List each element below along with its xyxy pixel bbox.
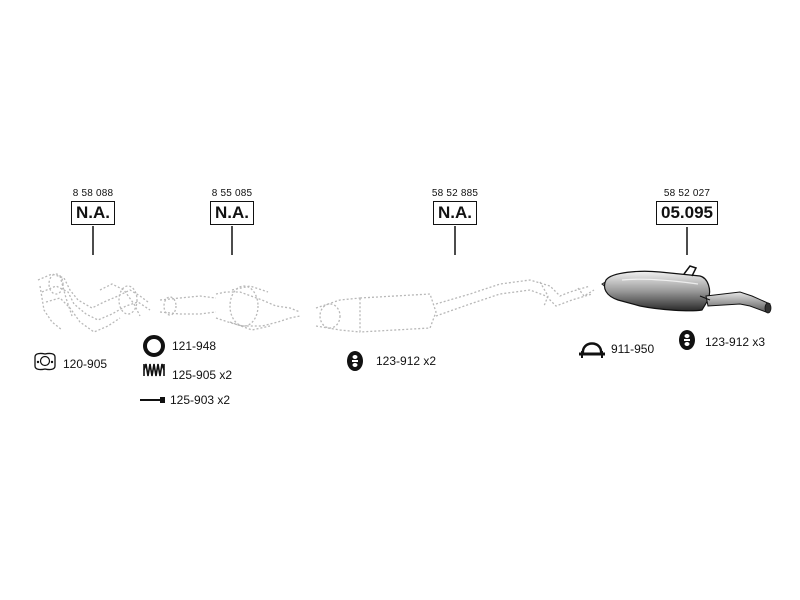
accessory-label-bolt: 125-903 x2 bbox=[170, 393, 231, 407]
leader-lines bbox=[92, 226, 688, 255]
oe-number: 8 58 088 bbox=[72, 188, 114, 199]
oe-number: 58 52 885 bbox=[431, 188, 479, 199]
part-number-box: 05.095 bbox=[656, 201, 718, 225]
pipe-clamp-icon bbox=[579, 342, 605, 358]
accessory-label-rubber-mount-rear: 123-912 x3 bbox=[705, 335, 766, 349]
rubber-mount-icon bbox=[347, 351, 363, 371]
bolt-icon bbox=[140, 397, 165, 403]
callout-front-pipe: 8 58 088 N.A. bbox=[58, 188, 128, 225]
part-number-box: N.A. bbox=[433, 201, 477, 225]
oe-number: 58 52 027 bbox=[663, 188, 711, 199]
part-number-box: N.A. bbox=[71, 201, 115, 225]
callout-catalytic-converter: 8 55 085 N.A. bbox=[197, 188, 267, 225]
rubber-mount-icon bbox=[679, 330, 695, 350]
rear-silencer-tailpipe bbox=[705, 291, 771, 313]
catalytic-converter-ghost bbox=[159, 285, 301, 331]
middle-silencer-ghost bbox=[315, 279, 595, 333]
accessory-label-pipe-clamp: 911-950 bbox=[611, 342, 655, 356]
gasket-icon bbox=[34, 352, 56, 371]
spring-icon bbox=[143, 363, 165, 377]
front-pipe-ghost bbox=[37, 273, 151, 333]
accessory-label-ring-seal: 121-948 bbox=[172, 339, 217, 353]
accessory-label-gasket: 120-905 bbox=[63, 357, 108, 371]
part-number-box: N.A. bbox=[210, 201, 254, 225]
oe-number: 8 55 085 bbox=[211, 188, 253, 199]
accessory-label-spring: 125-905 x2 bbox=[172, 368, 233, 382]
callout-rear-silencer: 58 52 027 05.095 bbox=[647, 188, 727, 225]
accessory-label-rubber-mount-middle: 123-912 x2 bbox=[376, 354, 437, 368]
rear-silencer-hanger bbox=[683, 265, 698, 277]
rear-silencer-body bbox=[603, 270, 711, 312]
rear-silencer bbox=[601, 265, 772, 314]
callout-middle-silencer: 58 52 885 N.A. bbox=[420, 188, 490, 225]
ring-seal-icon bbox=[143, 335, 165, 357]
